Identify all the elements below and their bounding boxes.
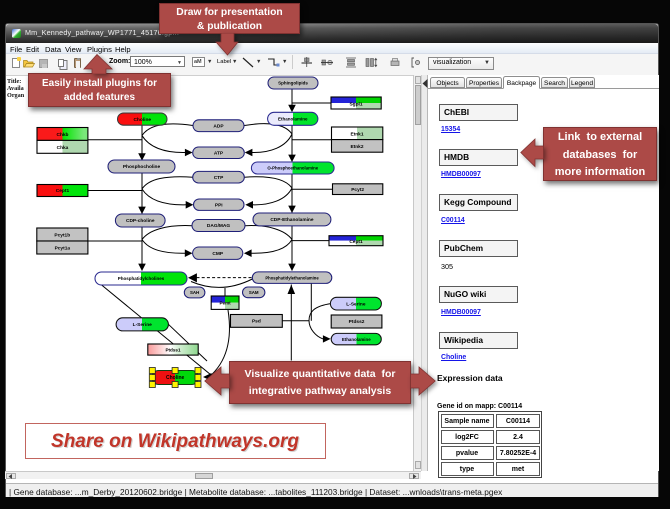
svg-text:Pcyt1a: Pcyt1a — [55, 246, 71, 252]
svg-text:Sgpl1: Sgpl1 — [349, 102, 362, 108]
svg-text:L-Serine: L-Serine — [346, 301, 366, 307]
svg-text:Ptdss1: Ptdss1 — [165, 347, 181, 352]
svg-text:Ethanolamine: Ethanolamine — [342, 337, 371, 342]
svg-text:O-Phosphoethanolamine: O-Phosphoethanolamine — [267, 166, 318, 171]
svg-text:Pcyt2: Pcyt2 — [351, 187, 364, 193]
svg-text:CDP-Ethanolamine: CDP-Ethanolamine — [270, 217, 314, 223]
svg-text:Phosphatidylcholines: Phosphatidylcholines — [118, 276, 165, 281]
svg-text:PPi: PPi — [215, 202, 223, 208]
svg-text:Chkb: Chkb — [57, 132, 69, 138]
svg-text:Choline: Choline — [133, 117, 151, 123]
svg-text:Phosphatidylethanolamine: Phosphatidylethanolamine — [265, 275, 319, 280]
svg-text:ATP: ATP — [214, 150, 224, 156]
svg-text:Etnk1: Etnk1 — [350, 131, 363, 137]
svg-text:L-Serine: L-Serine — [133, 322, 153, 328]
svg-text:Ethanolamine: Ethanolamine — [278, 117, 308, 122]
svg-text:CMP: CMP — [212, 251, 223, 257]
svg-text:Pemt: Pemt — [219, 301, 231, 306]
svg-text:SAH: SAH — [190, 290, 199, 295]
svg-text:DAG/MAG: DAG/MAG — [207, 223, 230, 229]
svg-text:CDP-choline: CDP-choline — [126, 218, 155, 224]
svg-text:Choline: Choline — [166, 375, 185, 381]
svg-text:CTP: CTP — [214, 175, 224, 181]
svg-text:Psd: Psd — [252, 319, 261, 325]
svg-text:Cept1: Cept1 — [349, 239, 363, 245]
svg-text:Pcyt1b: Pcyt1b — [54, 233, 70, 239]
svg-text:Sphingolipids: Sphingolipids — [278, 81, 308, 86]
svg-text:Cept1: Cept1 — [56, 188, 70, 194]
svg-text:ADP: ADP — [213, 123, 224, 129]
svg-text:Chka: Chka — [57, 145, 69, 151]
svg-text:SAM: SAM — [249, 290, 259, 295]
svg-text:Ptdss2: Ptdss2 — [349, 319, 365, 325]
svg-text:Phosphocholine: Phosphocholine — [123, 164, 161, 170]
svg-text:Etnk2: Etnk2 — [350, 144, 363, 150]
